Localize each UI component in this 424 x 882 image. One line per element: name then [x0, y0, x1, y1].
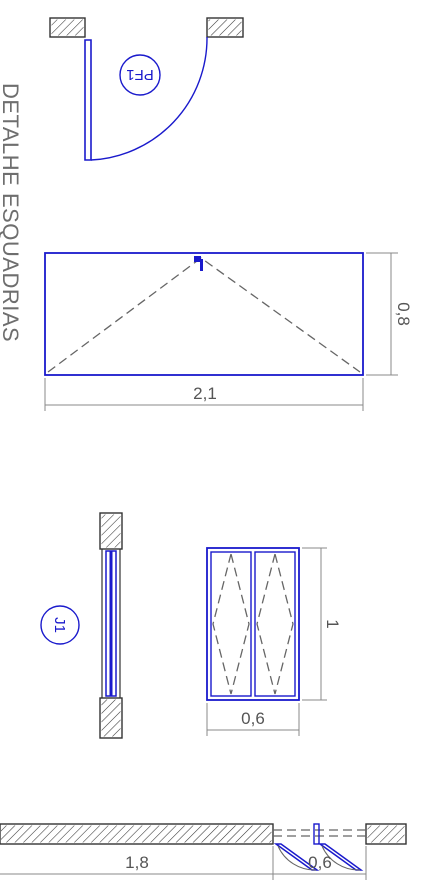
- door-tag-circle: [119, 54, 161, 96]
- wall-plan: 1,8 0,6: [0, 823, 407, 880]
- window-left-sash: [210, 551, 252, 697]
- door-handle-grip: [200, 259, 203, 271]
- wall-length-label: 1,8: [125, 853, 149, 872]
- window-width-label: 0,6: [241, 709, 265, 728]
- door-handle-icon: [194, 256, 201, 262]
- left-casement-leaf: [273, 843, 320, 871]
- right-casement-leaf: [317, 843, 364, 871]
- door-left-wall-hatch: [51, 19, 84, 36]
- door-elevation: 2,1 0,8: [44, 252, 413, 411]
- window-tag: J1: [51, 617, 68, 633]
- door-frame: [44, 252, 364, 376]
- wall-right-hatch: [367, 825, 405, 843]
- door-height-label: 0,8: [394, 302, 413, 326]
- window-outer-frame: [206, 547, 300, 701]
- window-section: J1: [40, 512, 123, 739]
- wall-left-hatch: [1, 825, 272, 843]
- window-height-label: 1: [323, 619, 342, 628]
- left-casement-swing: [277, 845, 317, 871]
- door-right-wall-hatch: [208, 19, 242, 36]
- door-width-label: 2,1: [193, 384, 217, 403]
- opening-width-label: 0,6: [308, 853, 332, 872]
- window-right-sash: [254, 551, 296, 697]
- window-elevation: 0,6 1: [206, 547, 342, 736]
- door-opening-indicator: [47, 257, 361, 373]
- door-swing-arc: [90, 36, 208, 161]
- window-wall-top-hatch: [101, 514, 121, 548]
- window-right-opening-indicator: [256, 553, 294, 695]
- section-title: DETALHE ESQUADRIAS: [0, 83, 23, 342]
- right-casement-swing: [321, 845, 361, 871]
- door-tag: PF1: [126, 66, 154, 83]
- window-left-opening-indicator: [212, 553, 250, 695]
- door-plan: PF1: [49, 17, 244, 161]
- window-tag-circle: [40, 605, 80, 645]
- window-wall-bottom-hatch: [101, 699, 121, 737]
- door-leaf: [84, 39, 92, 161]
- opening-mullion: [313, 823, 320, 845]
